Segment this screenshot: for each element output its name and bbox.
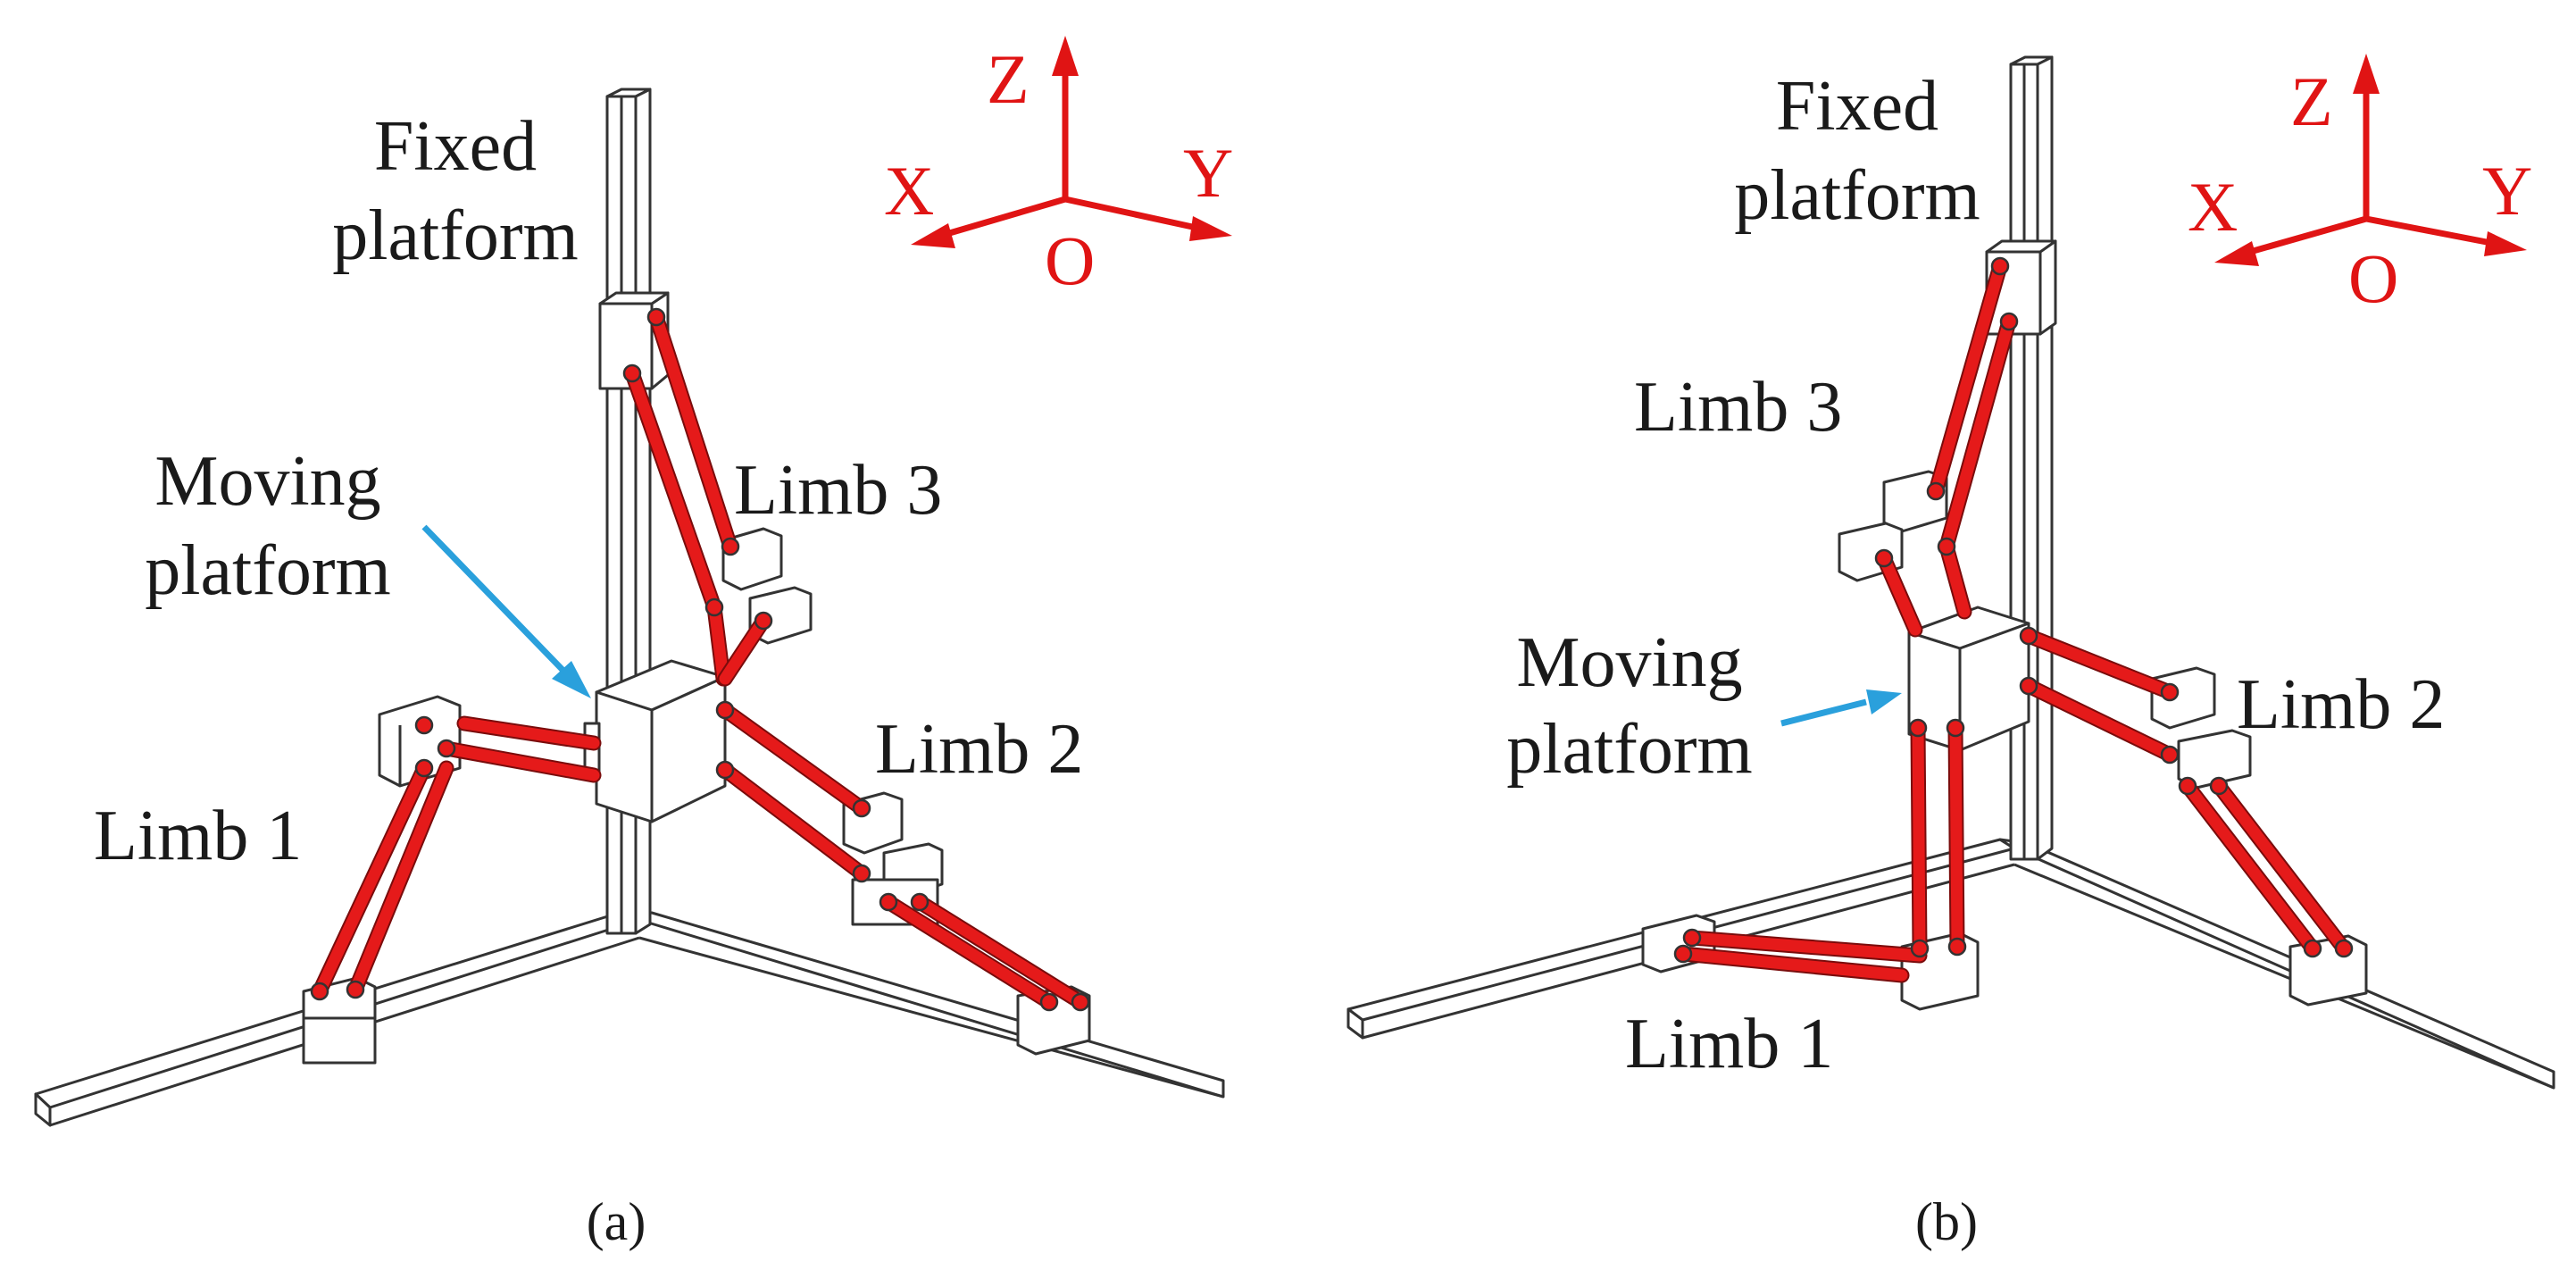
panel-a-moving-platform-label-line-1: Moving xyxy=(154,442,380,521)
panel-a-fixed-platform-label-line-2: platform xyxy=(332,196,578,275)
panel-b-coordinate-axes xyxy=(2214,54,2527,266)
panel-b-axis-label-origin: O xyxy=(2348,239,2398,317)
panel-b-moving-platform-label-line-2: platform xyxy=(1506,710,1752,789)
panel-a-caption: (a) xyxy=(587,1192,646,1251)
panel-b-limb-1-label: Limb 1 xyxy=(1625,1005,1833,1083)
panel-a-axis-label-origin: O xyxy=(1045,221,1095,299)
panel-b: Z X Y O Fixed platform Limb 3 Moving pla… xyxy=(1346,54,2555,1251)
panel-a: Z X Y O Fixed platform Moving platform L… xyxy=(34,36,1233,1251)
panel-b-axis-label-x: X xyxy=(2188,168,2238,246)
panel-b-fixed-platform-label-line-1: Fixed xyxy=(1776,67,1938,146)
panel-a-axis-label-z: Z xyxy=(987,40,1030,118)
panel-b-caption: (b) xyxy=(1915,1192,1978,1251)
panel-a-moving-platform-cube xyxy=(583,659,727,823)
panel-a-axis-label-x: X xyxy=(884,152,934,230)
panel-b-limb-1 xyxy=(1641,718,1980,1011)
panel-b-moving-platform-label-line-1: Moving xyxy=(1516,623,1742,702)
panel-a-fixed-platform-label-line-1: Fixed xyxy=(374,107,537,186)
panel-b-limb-2-label: Limb 2 xyxy=(2237,665,2445,744)
panel-b-axis-label-y: Y xyxy=(2482,152,2532,230)
panel-a-axis-label-y: Y xyxy=(1183,134,1233,212)
panel-a-limb-3 xyxy=(622,307,813,687)
panel-a-moving-platform-pointer xyxy=(421,524,591,698)
panel-a-coordinate-axes xyxy=(911,36,1232,248)
panel-a-limb-1-label: Limb 1 xyxy=(94,797,302,875)
panel-a-moving-platform-label-line-2: platform xyxy=(145,531,390,610)
panel-a-limb-2 xyxy=(715,700,1091,1056)
panel-b-limb-3-label: Limb 3 xyxy=(1634,368,1842,447)
panel-b-limb-2 xyxy=(2019,626,2368,1007)
panel-b-fixed-platform-label-line-2: platform xyxy=(1734,156,1980,235)
panel-a-limb-1 xyxy=(302,695,602,1065)
panel-b-moving-platform-pointer xyxy=(1780,689,1902,727)
panel-a-limb-2-label: Limb 2 xyxy=(875,710,1083,789)
panel-b-axis-label-z: Z xyxy=(2290,63,2333,140)
panel-b-limb-3 xyxy=(1838,256,2019,638)
panel-a-limb-3-label: Limb 3 xyxy=(734,451,942,530)
